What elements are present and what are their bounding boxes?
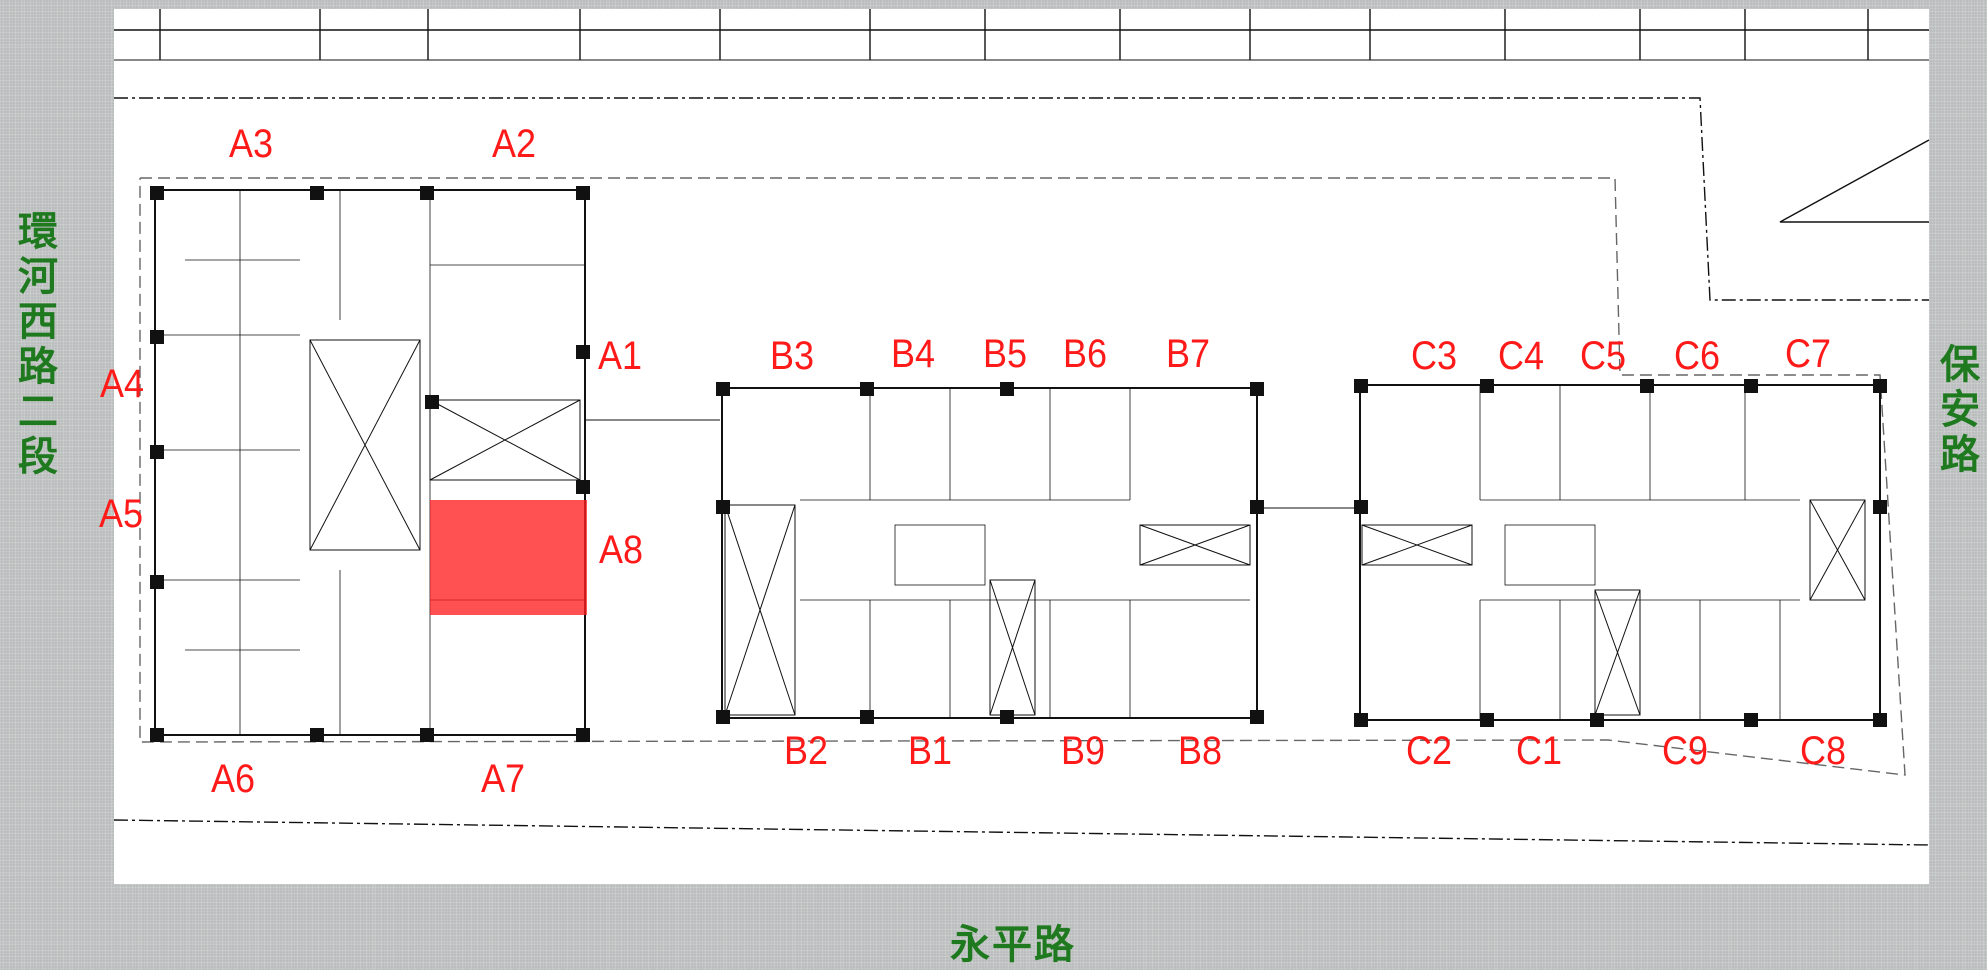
unit-label-c8[interactable]: C8 — [1799, 729, 1847, 773]
unit-label-b6[interactable]: B6 — [1062, 332, 1108, 376]
unit-label-a1[interactable]: A1 — [597, 334, 643, 378]
unit-label-c6[interactable]: C6 — [1673, 334, 1721, 378]
unit-label-b7[interactable]: B7 — [1165, 332, 1211, 376]
road-name-west: 環河西路二段 — [18, 209, 58, 480]
unit-label-b1[interactable]: B1 — [907, 729, 953, 773]
unit-label-a2[interactable]: A2 — [491, 122, 537, 166]
road-name-east: 保安路 — [1940, 342, 1980, 478]
unit-label-a4[interactable]: A4 — [99, 362, 145, 406]
unit-label-a7[interactable]: A7 — [480, 757, 526, 801]
building-a-outline — [154, 189, 586, 736]
setback-line-north — [114, 97, 1929, 301]
unit-label-c3[interactable]: C3 — [1410, 334, 1458, 378]
unit-a8-highlight — [430, 500, 587, 615]
building-a-columns — [150, 186, 590, 742]
building-line — [139, 177, 1906, 776]
building-c-outline — [1359, 384, 1881, 721]
unit-label-c1[interactable]: C1 — [1515, 729, 1563, 773]
unit-label-c5[interactable]: C5 — [1579, 334, 1627, 378]
building-c-columns — [1354, 379, 1887, 727]
unit-label-c7[interactable]: C7 — [1784, 332, 1832, 376]
unit-label-b9[interactable]: B9 — [1060, 729, 1106, 773]
boundary-ticks — [159, 9, 1869, 60]
building-b-columns — [716, 382, 1264, 724]
unit-label-b3[interactable]: B3 — [769, 334, 815, 378]
building-b-outline — [721, 387, 1258, 719]
unit-label-c2[interactable]: C2 — [1405, 729, 1453, 773]
unit-label-a5[interactable]: A5 — [98, 492, 144, 536]
site-plan-panel — [114, 9, 1929, 884]
unit-label-a3[interactable]: A3 — [228, 122, 274, 166]
unit-label-b2[interactable]: B2 — [783, 729, 829, 773]
unit-label-b5[interactable]: B5 — [982, 332, 1028, 376]
unit-label-b4[interactable]: B4 — [890, 332, 936, 376]
unit-label-c9[interactable]: C9 — [1661, 729, 1709, 773]
unit-label-a6[interactable]: A6 — [210, 757, 256, 801]
unit-label-a8[interactable]: A8 — [598, 528, 644, 572]
road-name-south: 永平路 — [950, 922, 1076, 968]
unit-label-b8[interactable]: B8 — [1177, 729, 1223, 773]
unit-label-c4[interactable]: C4 — [1497, 334, 1545, 378]
setback-line-south — [113, 819, 1930, 846]
